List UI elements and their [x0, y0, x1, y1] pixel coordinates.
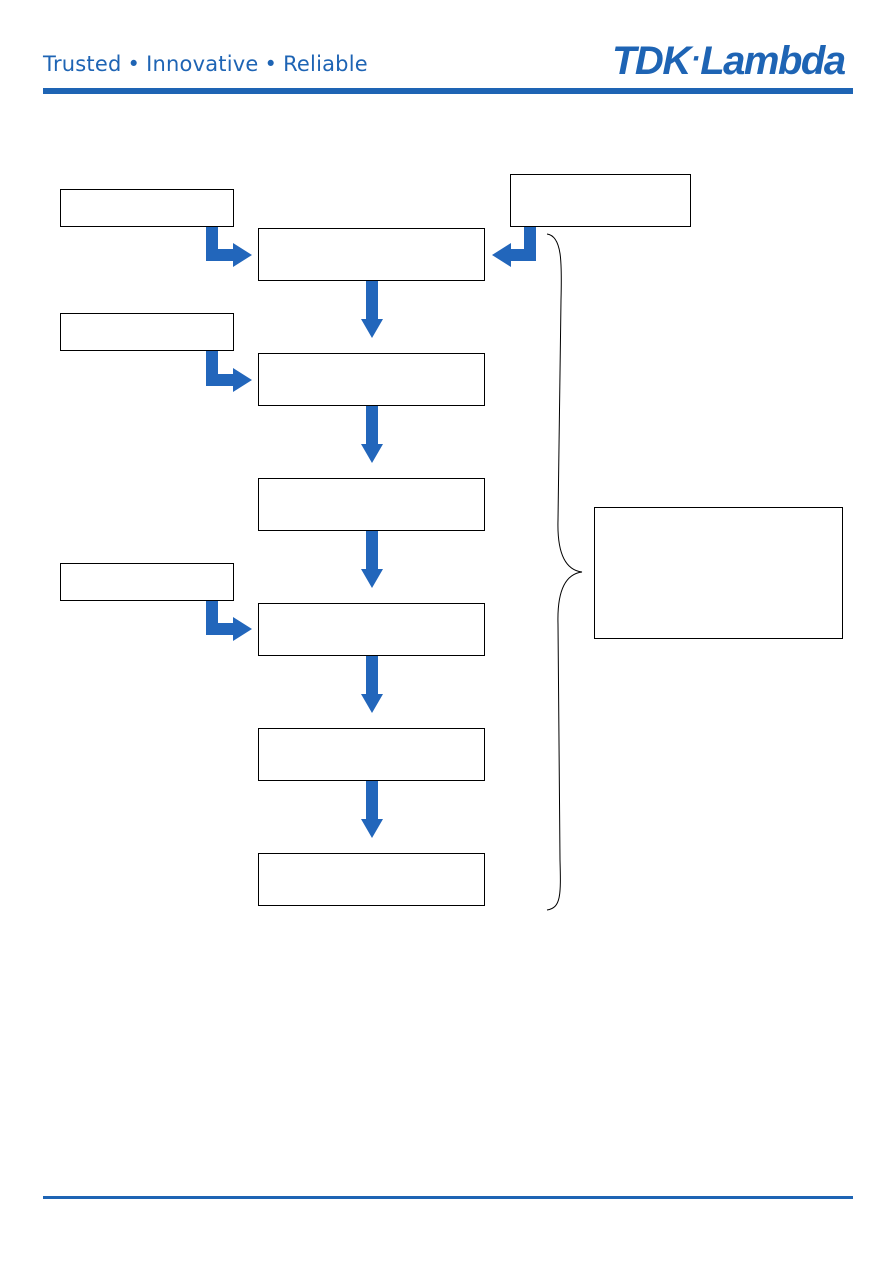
down-arrow-3: [361, 531, 383, 588]
header-tagline: Trusted•Innovative•Reliable: [43, 52, 368, 76]
bent-arrow-left-3: [206, 600, 252, 641]
down-arrow-4: [361, 656, 383, 713]
header-rule: [43, 88, 853, 94]
tagline-word-2: Innovative: [146, 52, 259, 76]
down-arrow-1: [361, 281, 383, 338]
main-step-box-5: [258, 728, 485, 781]
main-step-box-1: [258, 228, 485, 281]
tagline-separator-1: •: [127, 52, 141, 76]
curly-brace: [546, 233, 583, 911]
side-input-box-1: [60, 189, 234, 227]
logo-separator: ·: [690, 42, 701, 75]
main-step-box-2: [258, 353, 485, 406]
tagline-separator-2: •: [264, 52, 278, 76]
down-arrow-5: [361, 781, 383, 838]
bent-arrow-left-2: [206, 351, 252, 392]
bent-arrow-left-1: [206, 226, 252, 267]
down-arrows: [361, 281, 383, 838]
bent-arrows-left: [206, 226, 252, 641]
main-step-box-6: [258, 853, 485, 906]
footer-rule: [43, 1196, 853, 1199]
tagline-word-1: Trusted: [43, 52, 122, 76]
main-step-box-3: [258, 478, 485, 531]
side-input-box-2: [60, 313, 234, 351]
down-arrow-2: [361, 406, 383, 463]
tagline-word-3: Reliable: [283, 52, 368, 76]
company-logo: TDK·Lambda: [612, 36, 846, 90]
summary-note-box: [594, 507, 843, 639]
bent-arrow-right: [492, 226, 536, 267]
logo-text-left: TDK: [612, 39, 691, 83]
top-right-input-box: [510, 174, 691, 227]
logo-text-right: Lambda: [700, 39, 846, 83]
side-input-box-3: [60, 563, 234, 601]
main-step-box-4: [258, 603, 485, 656]
